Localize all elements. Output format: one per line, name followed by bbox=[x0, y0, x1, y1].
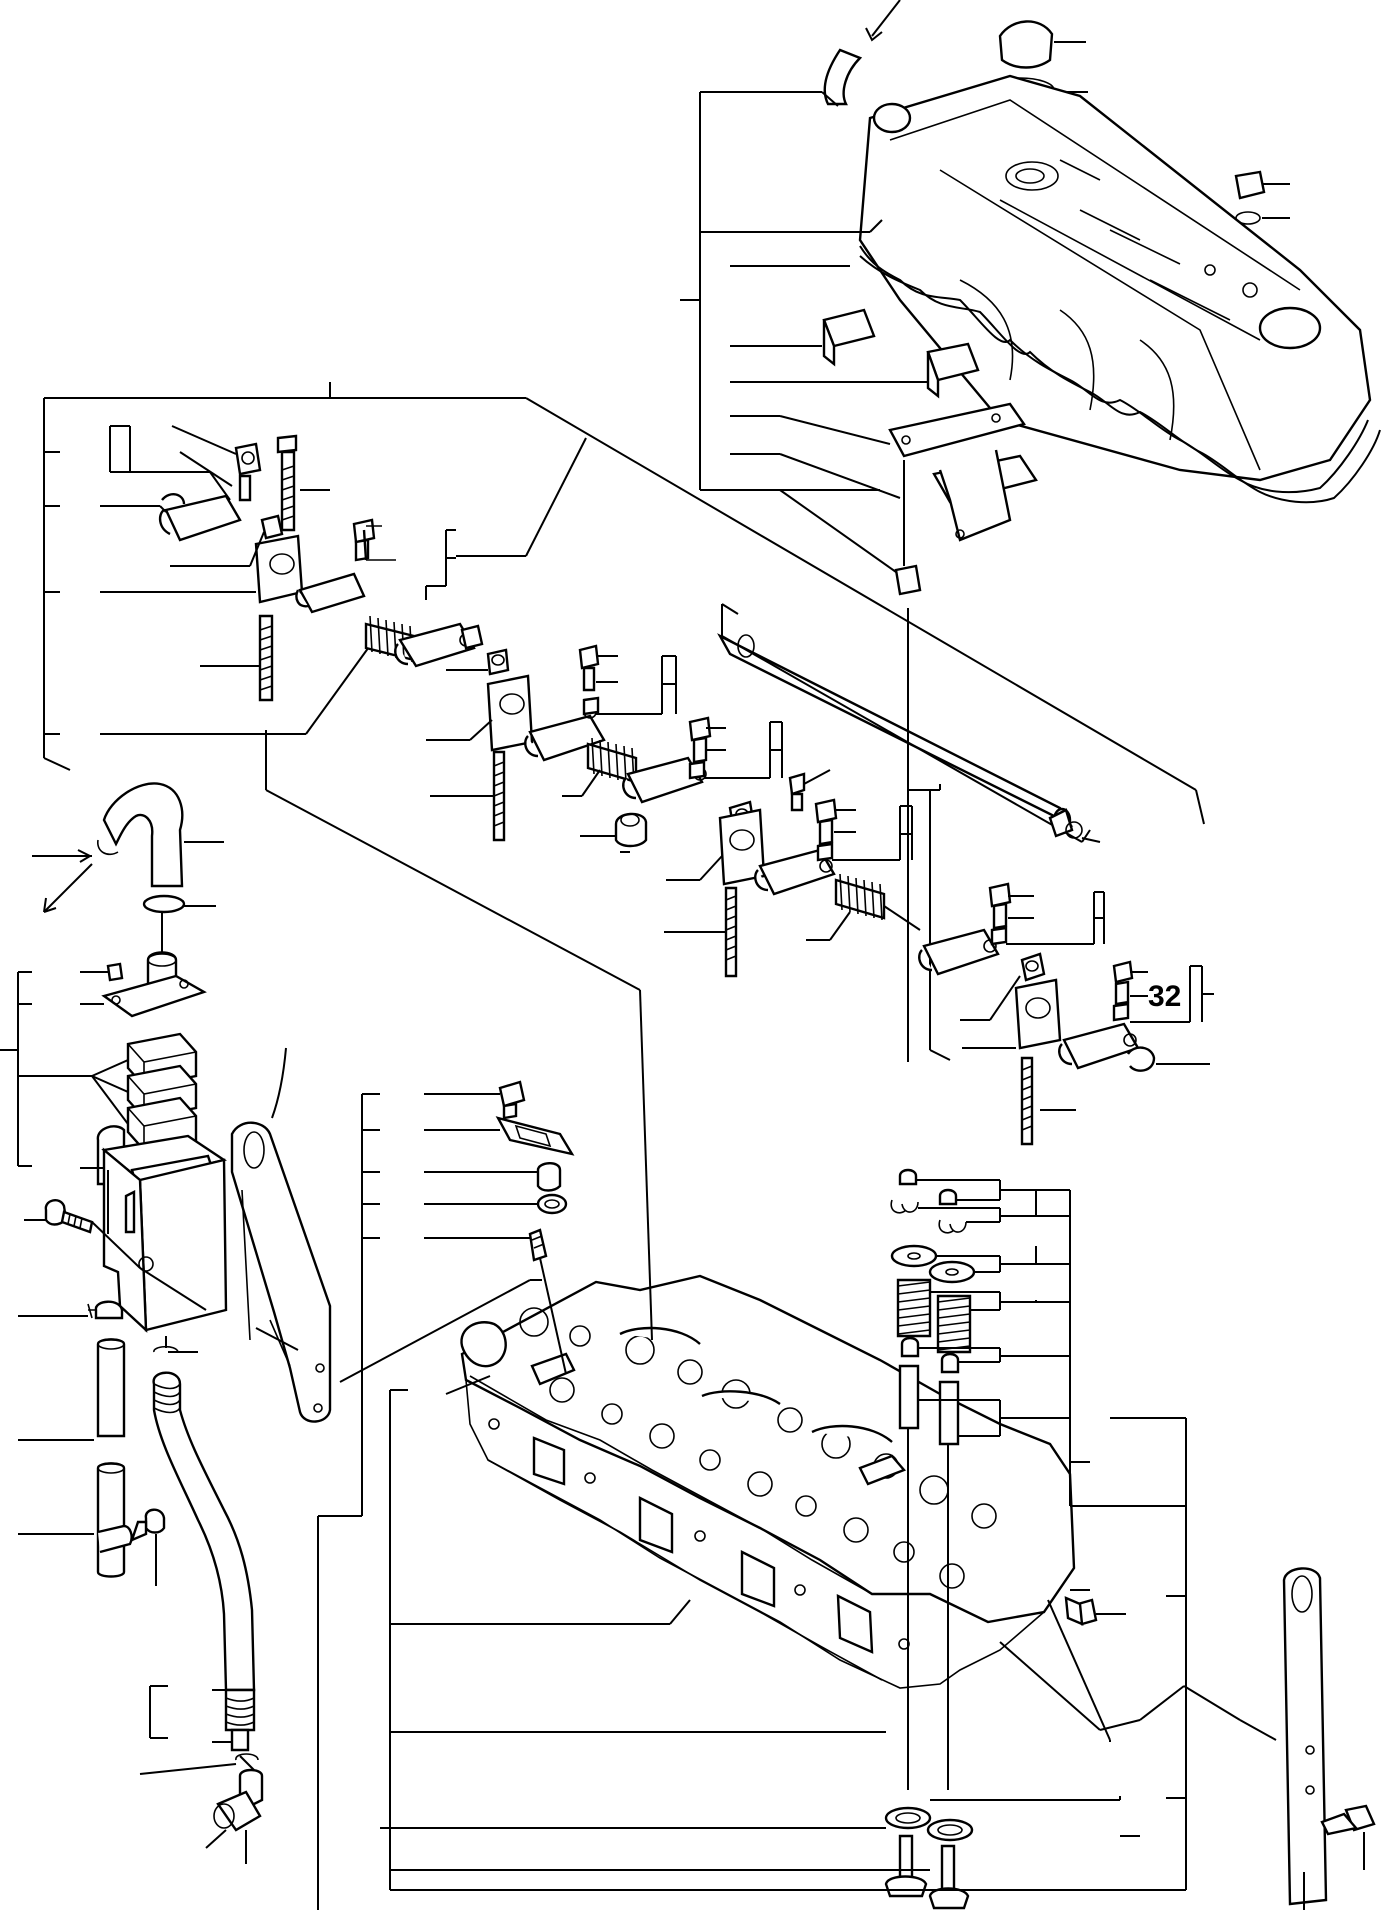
breather-assembly bbox=[0, 782, 332, 1864]
cylinder-head-assembly bbox=[265, 730, 1376, 1910]
rocker-cover-assembly bbox=[680, 0, 1381, 596]
callout-number: 32 bbox=[1148, 980, 1181, 1013]
rocker-arm-assembly: 32 bbox=[43, 382, 1214, 1146]
